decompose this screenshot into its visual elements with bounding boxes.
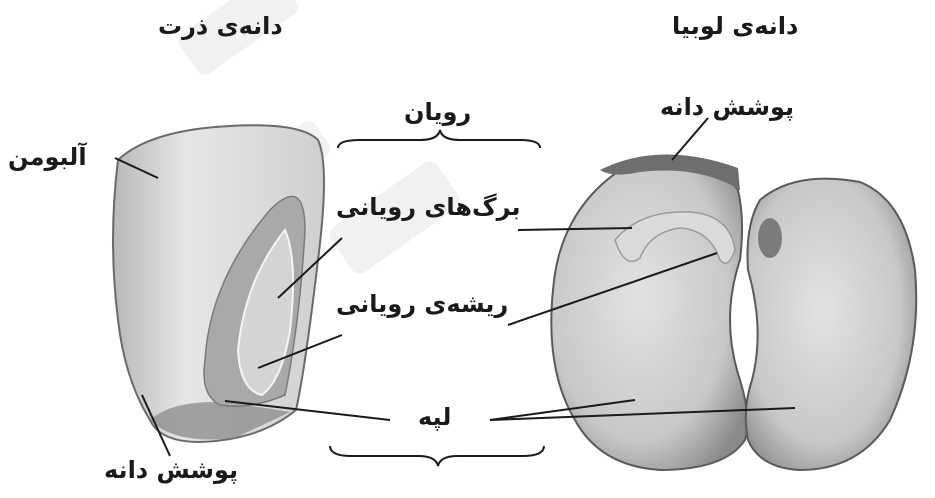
corn-seed-title: دانه‌ی ذرت [158, 14, 283, 38]
embryonic-leaves-label: برگ‌های رویانی [336, 195, 521, 219]
bean-seed-title: دانه‌ی لوبیا [672, 14, 798, 38]
embryo-brace [338, 130, 540, 148]
bean-seed-coat-label: پوشش دانه [660, 95, 794, 119]
corn-seed-coat-label: پوشش دانه [104, 458, 238, 482]
embryonic-root-label: ریشه‌ی رویانی [336, 292, 508, 316]
cotyledon-brace [330, 446, 544, 466]
cotyledon-label: لپه [418, 405, 451, 429]
albumen-label: آلبومن [8, 145, 87, 169]
embryo-label: رویان [404, 100, 471, 124]
bean-seed [551, 154, 916, 470]
